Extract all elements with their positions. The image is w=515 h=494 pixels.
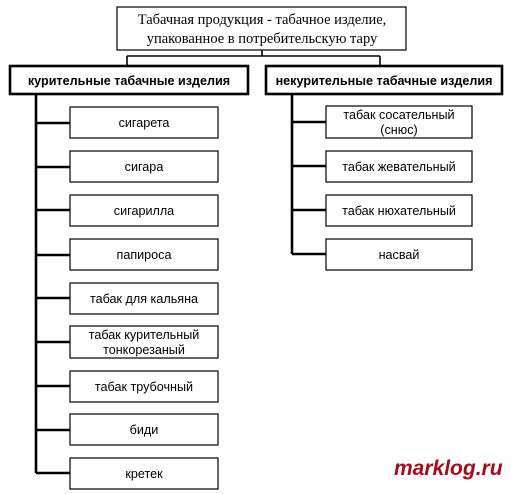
item-smoking-6-label-line-1: табак курительный	[89, 328, 200, 342]
item-nonsmoking-2-label: табак жевательный	[342, 160, 455, 174]
item-smoking-8: биди	[69, 413, 219, 446]
item-nonsmoking-1: табак сосательный (снюс)	[325, 105, 473, 139]
item-smoking-9: кретек	[69, 457, 219, 490]
category-smoking-label: курительные табачные изделия	[28, 74, 230, 88]
item-smoking-3: сигарилла	[69, 194, 219, 227]
item-smoking-5-label: табак для кальяна	[90, 292, 198, 306]
tree-smoking	[34, 94, 70, 475]
item-nonsmoking-3-label: табак нюхательный	[342, 204, 456, 218]
item-smoking-7: табак трубочный	[69, 370, 219, 403]
item-nonsmoking-1-label-line-2: (снюс)	[380, 123, 417, 137]
item-smoking-3-label: сигарилла	[114, 204, 174, 218]
item-nonsmoking-4: насвай	[325, 238, 473, 271]
item-smoking-2: сигара	[69, 150, 219, 183]
item-smoking-5: табак для кальяна	[69, 282, 219, 315]
item-nonsmoking-3: табак нюхательный	[325, 194, 473, 227]
tree-nonsmoking	[290, 94, 326, 256]
item-smoking-1: сигарета	[69, 106, 219, 139]
category-nonsmoking-label: некурительные табачные изделия	[276, 74, 493, 88]
root-node: Табачная продукция - табачное изделие, у…	[116, 6, 407, 51]
item-smoking-8-label: биди	[130, 423, 159, 437]
category-nonsmoking-node: некурительные табачные изделия	[264, 64, 504, 96]
watermark-text: marklog.ru	[394, 457, 503, 480]
connectors-root	[126, 50, 381, 66]
item-nonsmoking-4-label: насвай	[379, 248, 420, 262]
item-smoking-7-label: табак трубочный	[95, 380, 193, 394]
category-smoking-node: курительные табачные изделия	[8, 64, 250, 96]
item-smoking-2-label: сигара	[125, 160, 164, 174]
root-title-line-1: Табачная продукция - табачное изделие,	[138, 12, 387, 28]
item-smoking-4: папироса	[69, 238, 219, 271]
item-smoking-4-label: папироса	[117, 248, 172, 262]
item-smoking-1-label: сигарета	[119, 116, 170, 130]
item-smoking-6-label-line-2: тонкорезаный	[103, 343, 185, 357]
item-nonsmoking-2: табак жевательный	[325, 150, 473, 183]
item-smoking-9-label: кретек	[125, 467, 163, 481]
root-title-line-2: упакованное в потребительскую тару	[147, 31, 378, 47]
item-nonsmoking-1-label-line-1: табак сосательный	[343, 108, 454, 122]
item-smoking-6: табак курительный тонкорезаный	[69, 325, 219, 359]
